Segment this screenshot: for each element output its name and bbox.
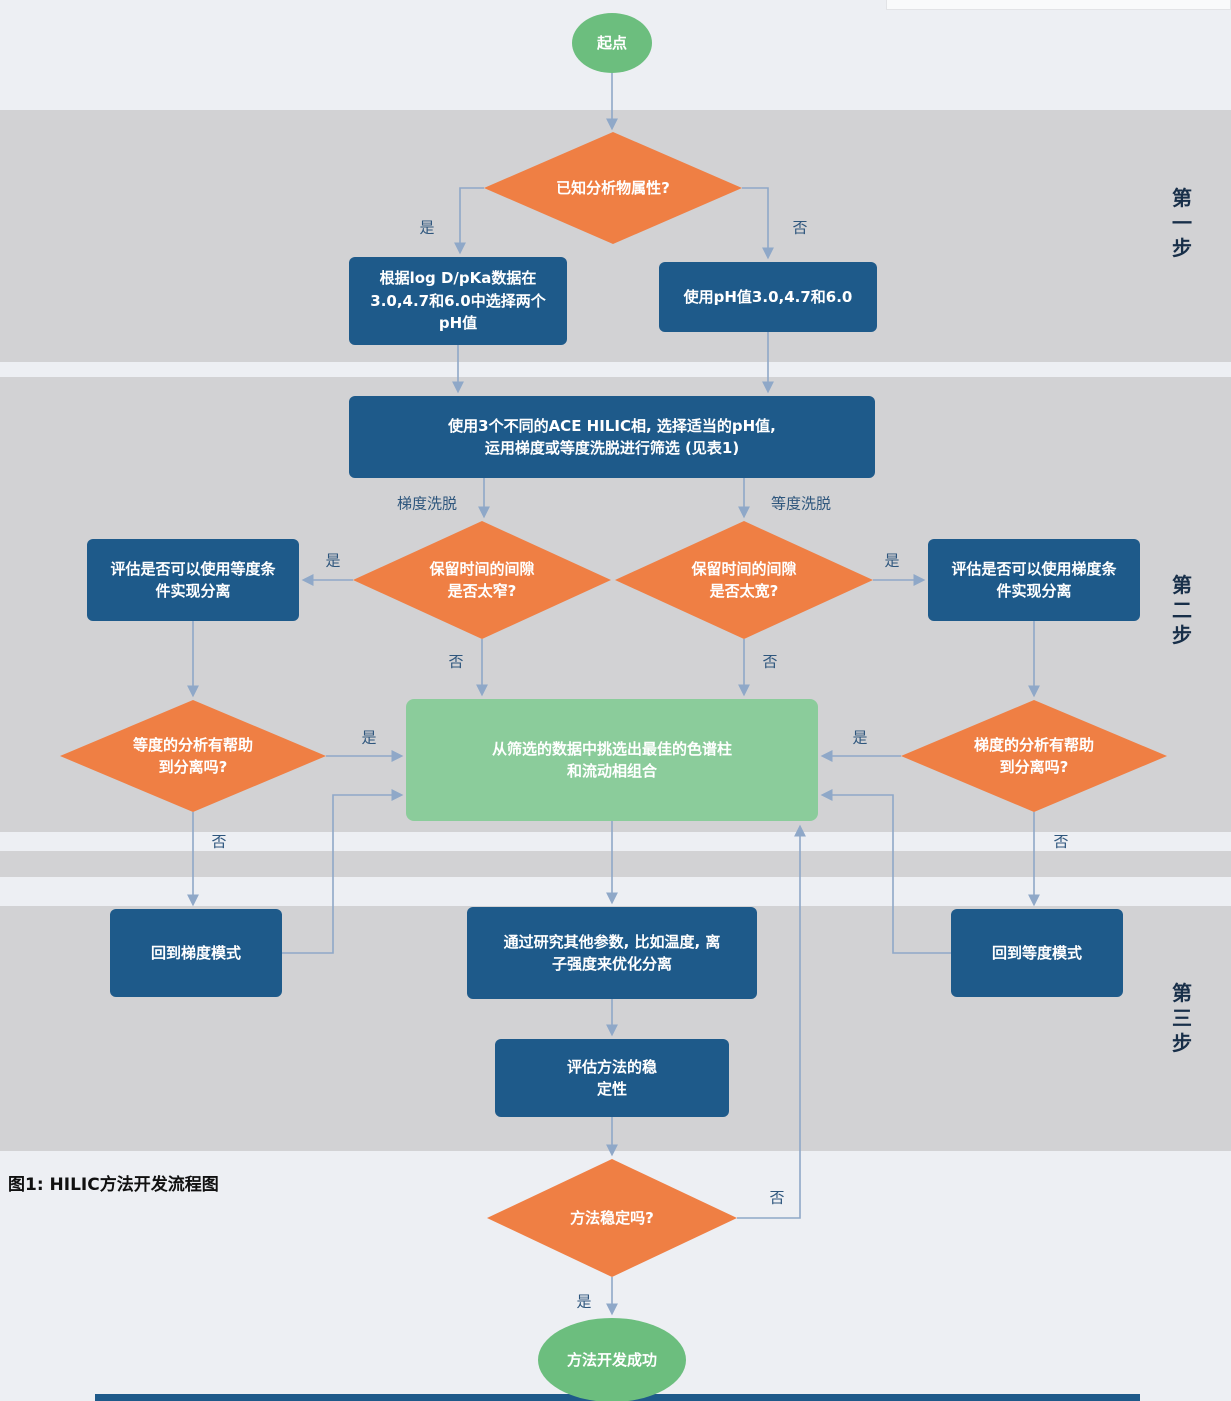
edge-label-yes: 是 (419, 218, 435, 237)
node-evaluate-gradient: 评估是否可以使用梯度条 件实现分离 (928, 539, 1140, 621)
edge-label-yes: 是 (576, 1292, 592, 1311)
node-pick-best-combination: 从筛选的数据中挑选出最佳的色谱柱 和流动相组合 (406, 699, 818, 821)
node-optimize-parameters: 通过研究其他参数, 比如温度, 离 子强度来优化分离 (467, 907, 757, 999)
topright-page-edge (886, 0, 1231, 10)
node-evaluate-isocratic: 评估是否可以使用等度条 件实现分离 (87, 539, 299, 621)
edge-label-yes: 是 (884, 551, 900, 570)
edge-label-yes: 是 (852, 728, 868, 747)
edge-label-no: 否 (211, 832, 227, 851)
edge-label-no: 否 (792, 218, 808, 237)
edge-label-gradient-elution: 梯度洗脱 (396, 494, 458, 513)
edge-label-no: 否 (448, 652, 464, 671)
figure-caption: 图1: HILIC方法开发流程图 (8, 1175, 219, 1195)
node-back-to-gradient: 回到梯度模式 (110, 909, 282, 997)
edge-label-yes: 是 (325, 551, 341, 570)
step2-strip-band (0, 851, 1231, 877)
node-select-two-ph: 根据log D/pKa数据在 3.0,4.7和6.0中选择两个 pH值 (349, 257, 567, 345)
node-start: 起点 (572, 13, 652, 73)
edge-label-yes: 是 (361, 728, 377, 747)
decision-method-stable: 方法稳定吗? (487, 1159, 737, 1277)
node-screen-phases: 使用3个不同的ACE HILIC相, 选择适当的pH值, 运用梯度或等度洗脱进行… (349, 396, 875, 478)
step3-label: 第三步 (1168, 982, 1193, 1058)
edge-label-isocratic-elution: 等度洗脱 (770, 494, 832, 513)
edge-label-no: 否 (769, 1188, 785, 1207)
node-success: 方法开发成功 (538, 1318, 686, 1401)
step2-label: 第二步 (1168, 574, 1193, 650)
edge-label-no: 否 (1053, 832, 1069, 851)
node-back-to-isocratic: 回到等度模式 (951, 909, 1123, 997)
edge-label-no: 否 (762, 652, 778, 671)
node-evaluate-robustness: 评估方法的稳 定性 (495, 1039, 729, 1117)
node-use-ph-values: 使用pH值3.0,4.7和6.0 (659, 262, 877, 332)
step1-label: 第一步 (1168, 187, 1193, 263)
